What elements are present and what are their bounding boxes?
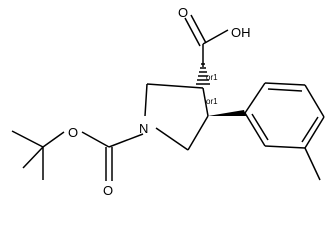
bond-aryl-3 [304,84,325,118]
bond-c3-c2 [146,83,204,89]
bond-c2-n [144,83,148,117]
bond-oester-ctert [42,131,65,148]
carbonyl-oxygen-acid-label: O [178,5,188,20]
boc-group: O O [11,125,144,198]
bond-aryl-2 [264,82,306,86]
bond-c5-c4 [187,115,209,151]
solid-wedge-c4-aryl [208,110,246,116]
bond-c4-c3 [202,87,209,117]
bond-aryl-1 [244,82,266,114]
bond-aryl-4 [304,116,325,149]
carbonyl-oxygen-carbamate-label: O [103,183,113,198]
hydroxyl-label: OH [231,25,251,40]
bond-tbu-me2 [11,130,44,148]
pyrrolidine-ring: N [139,83,209,151]
bond-aryl-6-inner [251,113,269,141]
structure-canvas: O OH N or1 or1 [11,5,325,198]
molecule-diagram: O OH N or1 or1 [11,5,325,198]
bond-aryl-4-inner [301,116,319,143]
bond-methyl [304,147,321,181]
ring-nitrogen-label: N [139,121,148,136]
bond-c-o-double-2 [190,14,207,44]
ester-oxygen-label: O [68,125,78,140]
bond-c-o-double-1 [184,17,201,47]
carboxylic-acid-group: O OH [178,5,251,67]
bond-tbu-me3 [22,146,44,169]
bond-n-carbonyl [108,133,144,148]
bond-aryl-2-inner [267,88,303,92]
hashed-wedge-c3 [196,63,210,85]
stereo-label-c3: or1 [206,73,218,82]
bond-aryl-6 [244,112,266,147]
bond-n-c5 [155,127,189,151]
stereo-label-c4: or1 [206,97,218,106]
bond-c-oh [202,29,229,45]
bond-aryl-5 [264,145,306,149]
bond-c-oester [81,131,110,148]
tolyl-ring [244,82,325,181]
